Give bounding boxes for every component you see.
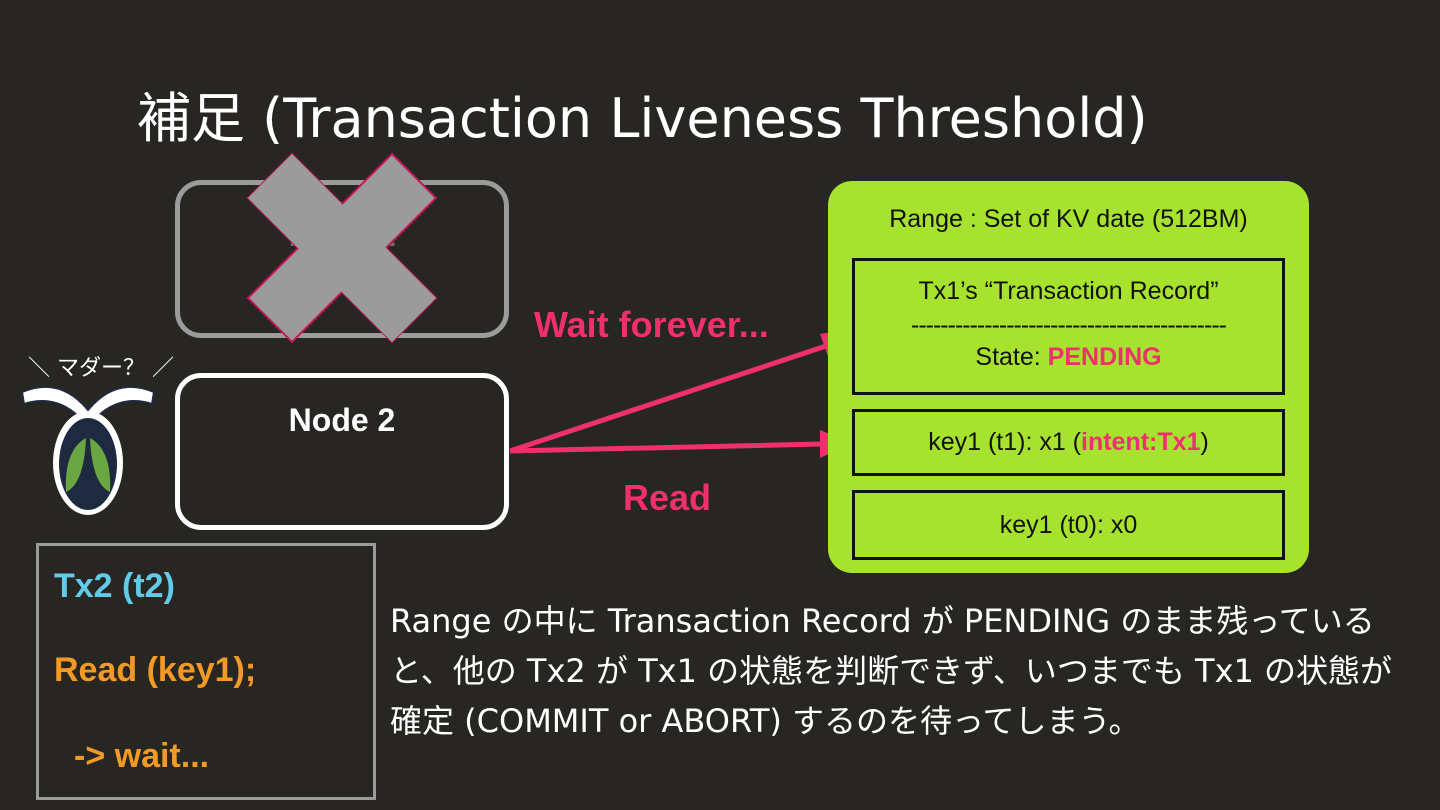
state-value: PENDING bbox=[1048, 343, 1162, 371]
cockroach-icon bbox=[22, 387, 154, 515]
code-tx-line: Tx2 (t2) bbox=[54, 567, 175, 606]
code-wait-line: -> wait... bbox=[74, 737, 209, 776]
transaction-record-box: Tx1’s “Transaction Record” -------------… bbox=[852, 258, 1285, 395]
read-label: Read bbox=[623, 477, 711, 519]
slide-title: 補足 (Transaction Liveness Threshold) bbox=[137, 86, 1148, 152]
state-prefix: State: bbox=[975, 343, 1047, 371]
key1-t0-box: key1 (t0): x0 bbox=[852, 490, 1285, 560]
wait-forever-label: Wait forever... bbox=[534, 304, 769, 346]
description-text: Range の中に Transaction Record が PENDING の… bbox=[390, 596, 1400, 746]
key1-t1-intent: intent:Tx1 bbox=[1081, 428, 1200, 456]
node-2-box: Node 2 bbox=[175, 373, 509, 530]
transaction-record-state: State: PENDING bbox=[855, 343, 1282, 372]
code-box: Tx2 (t2) Read (key1); -> wait... bbox=[36, 543, 376, 800]
mascot-speech: ＼ マダー？ ／ bbox=[28, 350, 174, 382]
arrows bbox=[510, 328, 856, 458]
range-title: Range : Set of KV date (512BM) bbox=[828, 205, 1309, 234]
transaction-record-title: Tx1’s “Transaction Record” bbox=[855, 277, 1282, 306]
transaction-record-separator: ----------------------------------------… bbox=[855, 311, 1282, 340]
range-box: Range : Set of KV date (512BM) Tx1’s “Tr… bbox=[828, 181, 1309, 573]
key1-t1-prefix: key1 (t1): x1 ( bbox=[928, 428, 1081, 456]
node-2-label: Node 2 bbox=[180, 402, 504, 439]
node-1-label: Node 1 bbox=[180, 217, 504, 254]
key1-t1-box: key1 (t1): x1 (intent:Tx1) bbox=[852, 409, 1285, 476]
node-1-box: Node 1 bbox=[175, 180, 509, 338]
code-read-line: Read (key1); bbox=[54, 651, 256, 690]
key1-t1-suffix: ) bbox=[1200, 428, 1208, 456]
